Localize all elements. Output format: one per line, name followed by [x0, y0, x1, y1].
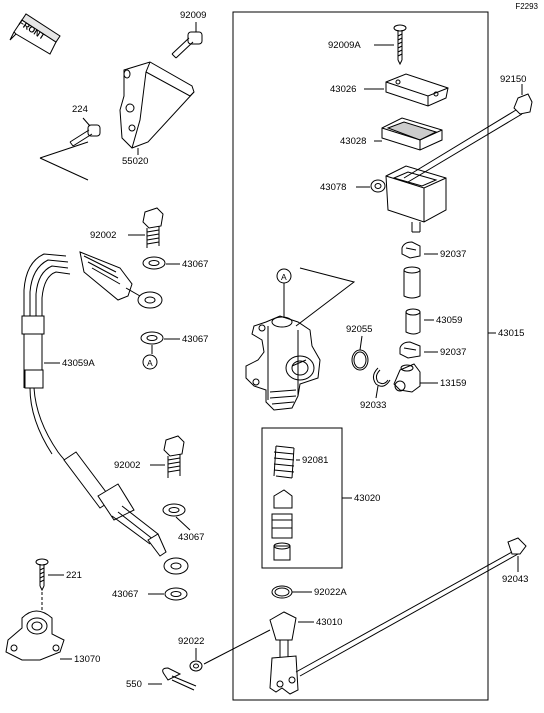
assembly-outline [232, 11, 489, 701]
label-43015: 43015 [498, 328, 525, 339]
banjo-fitting-upper-part [79, 251, 163, 309]
label-92022A: 92022A [314, 587, 347, 598]
guide-line-body [295, 267, 356, 327]
washer-92022-part [189, 660, 203, 672]
label-92002-upper: 92002 [90, 230, 117, 241]
label-43026: 43026 [330, 84, 357, 95]
leader-224 [82, 117, 91, 127]
washer-43067-1 [142, 256, 166, 270]
label-43028: 43028 [340, 136, 367, 147]
label-55020: 55020 [122, 156, 149, 167]
label-92009: 92009 [180, 10, 207, 21]
fitting-13159-part [393, 363, 421, 393]
label-43010: 43010 [316, 617, 343, 628]
banjo-bolt-lower-part [163, 435, 185, 478]
label-43059: 43059 [436, 315, 463, 326]
label-43067-2: 43067 [182, 334, 209, 345]
label-550: 550 [126, 679, 142, 690]
washer-43067-2 [140, 331, 164, 345]
front-label: FRONT [17, 17, 48, 42]
label-92033: 92033 [360, 400, 387, 411]
reservoir-cap-43026-part [385, 73, 449, 107]
label-43067-3: 43067 [178, 532, 205, 543]
callout-a-upper [276, 268, 292, 284]
label-92037-lower: 92037 [440, 347, 467, 358]
diaphragm-43028-part [381, 117, 443, 151]
clamp-92037-upper-part [401, 241, 421, 259]
washer-43067-4 [164, 587, 188, 601]
label-92037-upper: 92037 [440, 249, 467, 260]
piston-kit-box [261, 427, 343, 569]
front-arrow-icon [9, 13, 61, 55]
reservoir-43078-part [370, 165, 447, 233]
guide-line-55020 [39, 141, 89, 181]
label-92055: 92055 [346, 324, 373, 335]
label-43020: 43020 [354, 493, 381, 504]
leader-92055 [359, 335, 363, 351]
callout-a-left [142, 354, 158, 370]
brake-hose-lower-part [63, 451, 189, 575]
leader-92033 [375, 385, 379, 399]
screw-221-part [35, 558, 49, 592]
label-92150: 92150 [500, 74, 527, 85]
piston-parts [271, 489, 293, 561]
master-cylinder-body-part [245, 315, 321, 411]
bracket-55020-part [119, 61, 195, 149]
leader-pushrod-washer [203, 629, 271, 665]
label-221: 221 [66, 570, 82, 581]
label-92009A: 92009A [328, 40, 361, 51]
bolt-224-part [69, 124, 101, 147]
callout-a-left-letter: A [147, 358, 153, 368]
label-43059A: 43059A [62, 358, 95, 369]
label-13070: 13070 [74, 654, 101, 665]
screw-92009A-part [393, 24, 407, 66]
circlip-92033-part [372, 367, 391, 387]
label-43078: 43078 [320, 182, 347, 193]
leader-43067-3 [175, 516, 191, 531]
hose-43059-part [403, 266, 421, 335]
label-92043: 92043 [502, 574, 529, 585]
banjo-bolt-upper-part [142, 207, 164, 248]
figure-code: F2293 [515, 2, 538, 11]
washer-43067-3 [162, 503, 186, 517]
label-224: 224 [72, 104, 88, 115]
cotter-pin-550-part [162, 667, 197, 691]
clamp-13070-part [5, 610, 65, 661]
label-43067-4: 43067 [112, 589, 139, 600]
bolt-92150-part [403, 93, 533, 183]
push-rod-43010-part [269, 611, 299, 695]
callout-a-upper-letter: A [281, 272, 287, 282]
clamp-92037-lower-part [399, 341, 421, 359]
label-92081: 92081 [302, 455, 329, 466]
label-92002-lower: 92002 [114, 460, 141, 471]
label-13159: 13159 [440, 378, 467, 389]
bolt-92009-part [171, 31, 203, 59]
spring-92081-part [273, 445, 295, 479]
label-43067-1: 43067 [182, 259, 209, 270]
label-92022: 92022 [178, 636, 205, 647]
clevis-pin-92043-part [295, 537, 527, 677]
